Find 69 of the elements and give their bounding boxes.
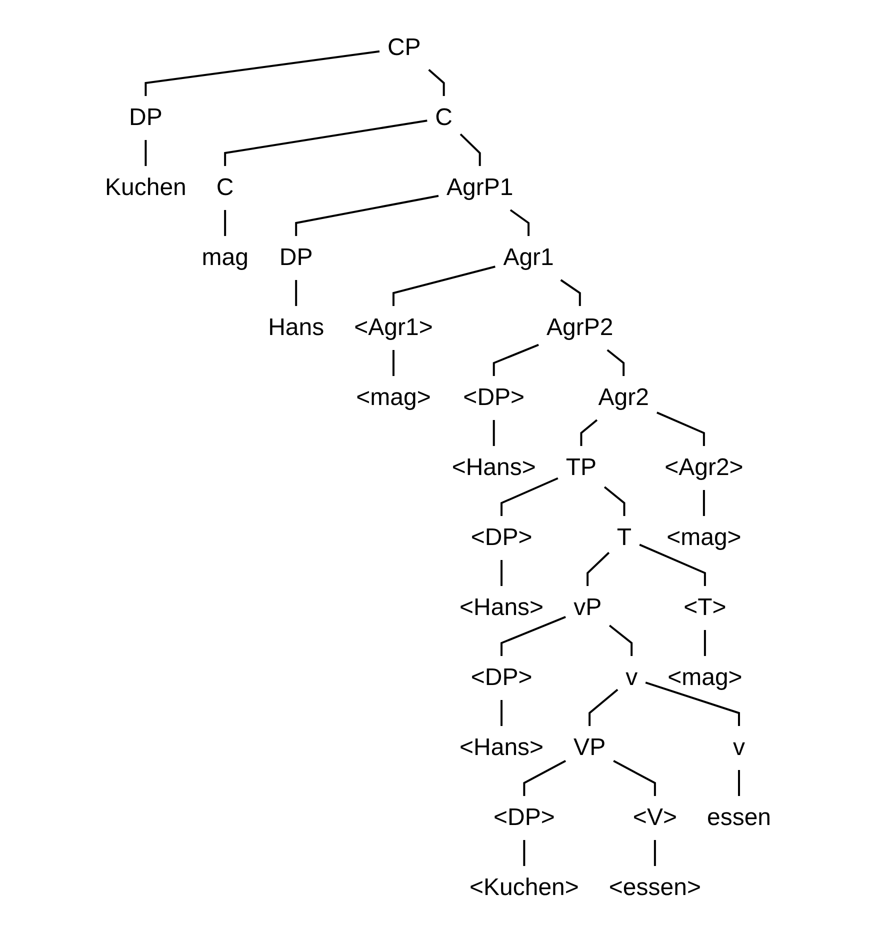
- connector: [500, 560, 503, 586]
- connector: [604, 486, 626, 516]
- node-text: <essen>: [608, 874, 701, 901]
- connector: [224, 120, 428, 166]
- connector: [613, 760, 656, 796]
- node-text: mag: [202, 244, 248, 271]
- node-text: <DP>: [470, 664, 532, 691]
- node-text: Agr1: [503, 244, 554, 271]
- node-text: essen: [706, 804, 771, 831]
- node-text: <Hans>: [459, 734, 544, 761]
- node-text: v: [626, 664, 638, 691]
- connector: [460, 133, 481, 166]
- node-text: C: [435, 104, 452, 131]
- node-text: AgrP2: [546, 314, 614, 341]
- connector: [224, 210, 226, 236]
- node-text: AgrP1: [446, 174, 514, 201]
- node-text: <DP>: [493, 804, 555, 831]
- node-text: Agr2: [598, 384, 649, 411]
- connector: [500, 700, 502, 726]
- connector: [500, 477, 558, 516]
- connector: [606, 349, 625, 376]
- node-text: vP: [574, 594, 602, 621]
- connector: [392, 266, 496, 306]
- node-text: <mag>: [356, 384, 431, 411]
- node-text: C: [216, 174, 234, 201]
- connector: [588, 688, 618, 726]
- node-text: <Agr1>: [354, 314, 433, 341]
- node-text: TP: [566, 454, 597, 481]
- connector: [654, 840, 656, 866]
- node-text: v: [732, 734, 745, 761]
- connector: [702, 490, 705, 516]
- node-text: <Hans>: [452, 454, 536, 481]
- connector: [523, 760, 566, 796]
- node-text: CP: [387, 34, 421, 61]
- connector: [580, 419, 598, 446]
- connector: [560, 279, 581, 306]
- connector: [738, 770, 740, 796]
- connector: [523, 840, 526, 866]
- connector: [704, 630, 706, 656]
- node-text: T: [616, 524, 632, 551]
- node-text: VP: [574, 734, 606, 761]
- node-text: <mag>: [666, 524, 742, 551]
- node-text: Hans: [268, 314, 324, 341]
- node-text: DP: [129, 104, 162, 131]
- connector: [656, 412, 705, 446]
- node-text: <T>: [684, 594, 726, 621]
- connector: [428, 69, 445, 96]
- connector: [144, 140, 147, 166]
- connector: [500, 616, 566, 656]
- connector: [510, 209, 530, 236]
- connector: [639, 544, 706, 586]
- connector: [392, 350, 394, 376]
- node-text: Kuchen: [104, 174, 186, 201]
- connector: [492, 420, 495, 446]
- node-text: <Hans>: [459, 594, 544, 621]
- node-text: <V>: [632, 804, 677, 831]
- connector: [144, 50, 380, 96]
- node-text: DP: [279, 244, 313, 271]
- node-text: <Agr2>: [664, 454, 744, 481]
- connector: [295, 194, 439, 236]
- connector: [645, 682, 740, 726]
- connector: [586, 552, 610, 586]
- node-text: <Kuchen>: [469, 874, 579, 901]
- connector: [608, 624, 633, 656]
- connector: [492, 344, 539, 376]
- connector: [295, 280, 298, 306]
- node-text: <mag>: [668, 664, 742, 691]
- node-text: <DP>: [463, 384, 525, 411]
- node-text: <DP>: [470, 524, 532, 551]
